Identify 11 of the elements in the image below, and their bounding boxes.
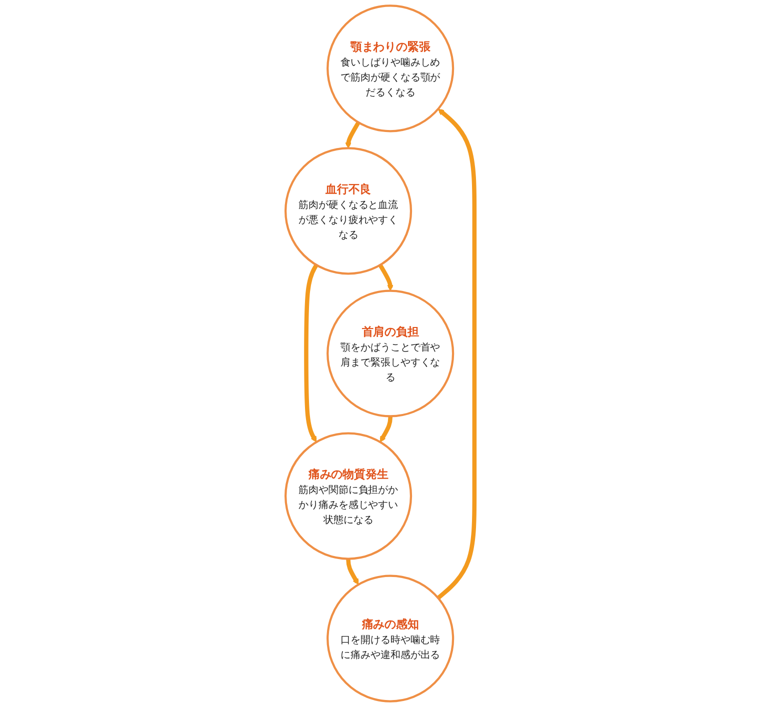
arrow (345, 121, 360, 149)
arrow (436, 108, 477, 600)
node-circle: 痛みの物質発生 筋肉や関節に負担がかかり痛みを感じやすい状態になる (284, 432, 412, 560)
arrow (346, 558, 359, 585)
node-circle: 顎まわりの緊張 食いしばりや噛みしめで筋肉が硬くなる顎がだるくなる (326, 4, 454, 132)
node-circle: 首肩の負担 顎をかばうことで首や肩まで緊張しやすくなる (326, 290, 454, 418)
arrow (380, 416, 392, 442)
arrow (304, 264, 318, 442)
node-circle: 血行不良 筋肉が硬くなると血流が悪くなり疲れやすくなる (284, 147, 412, 275)
node-circle: 痛みの感知 口を開ける時や噛む時に痛みや違和感が出る (326, 574, 454, 702)
arrow (378, 264, 394, 292)
